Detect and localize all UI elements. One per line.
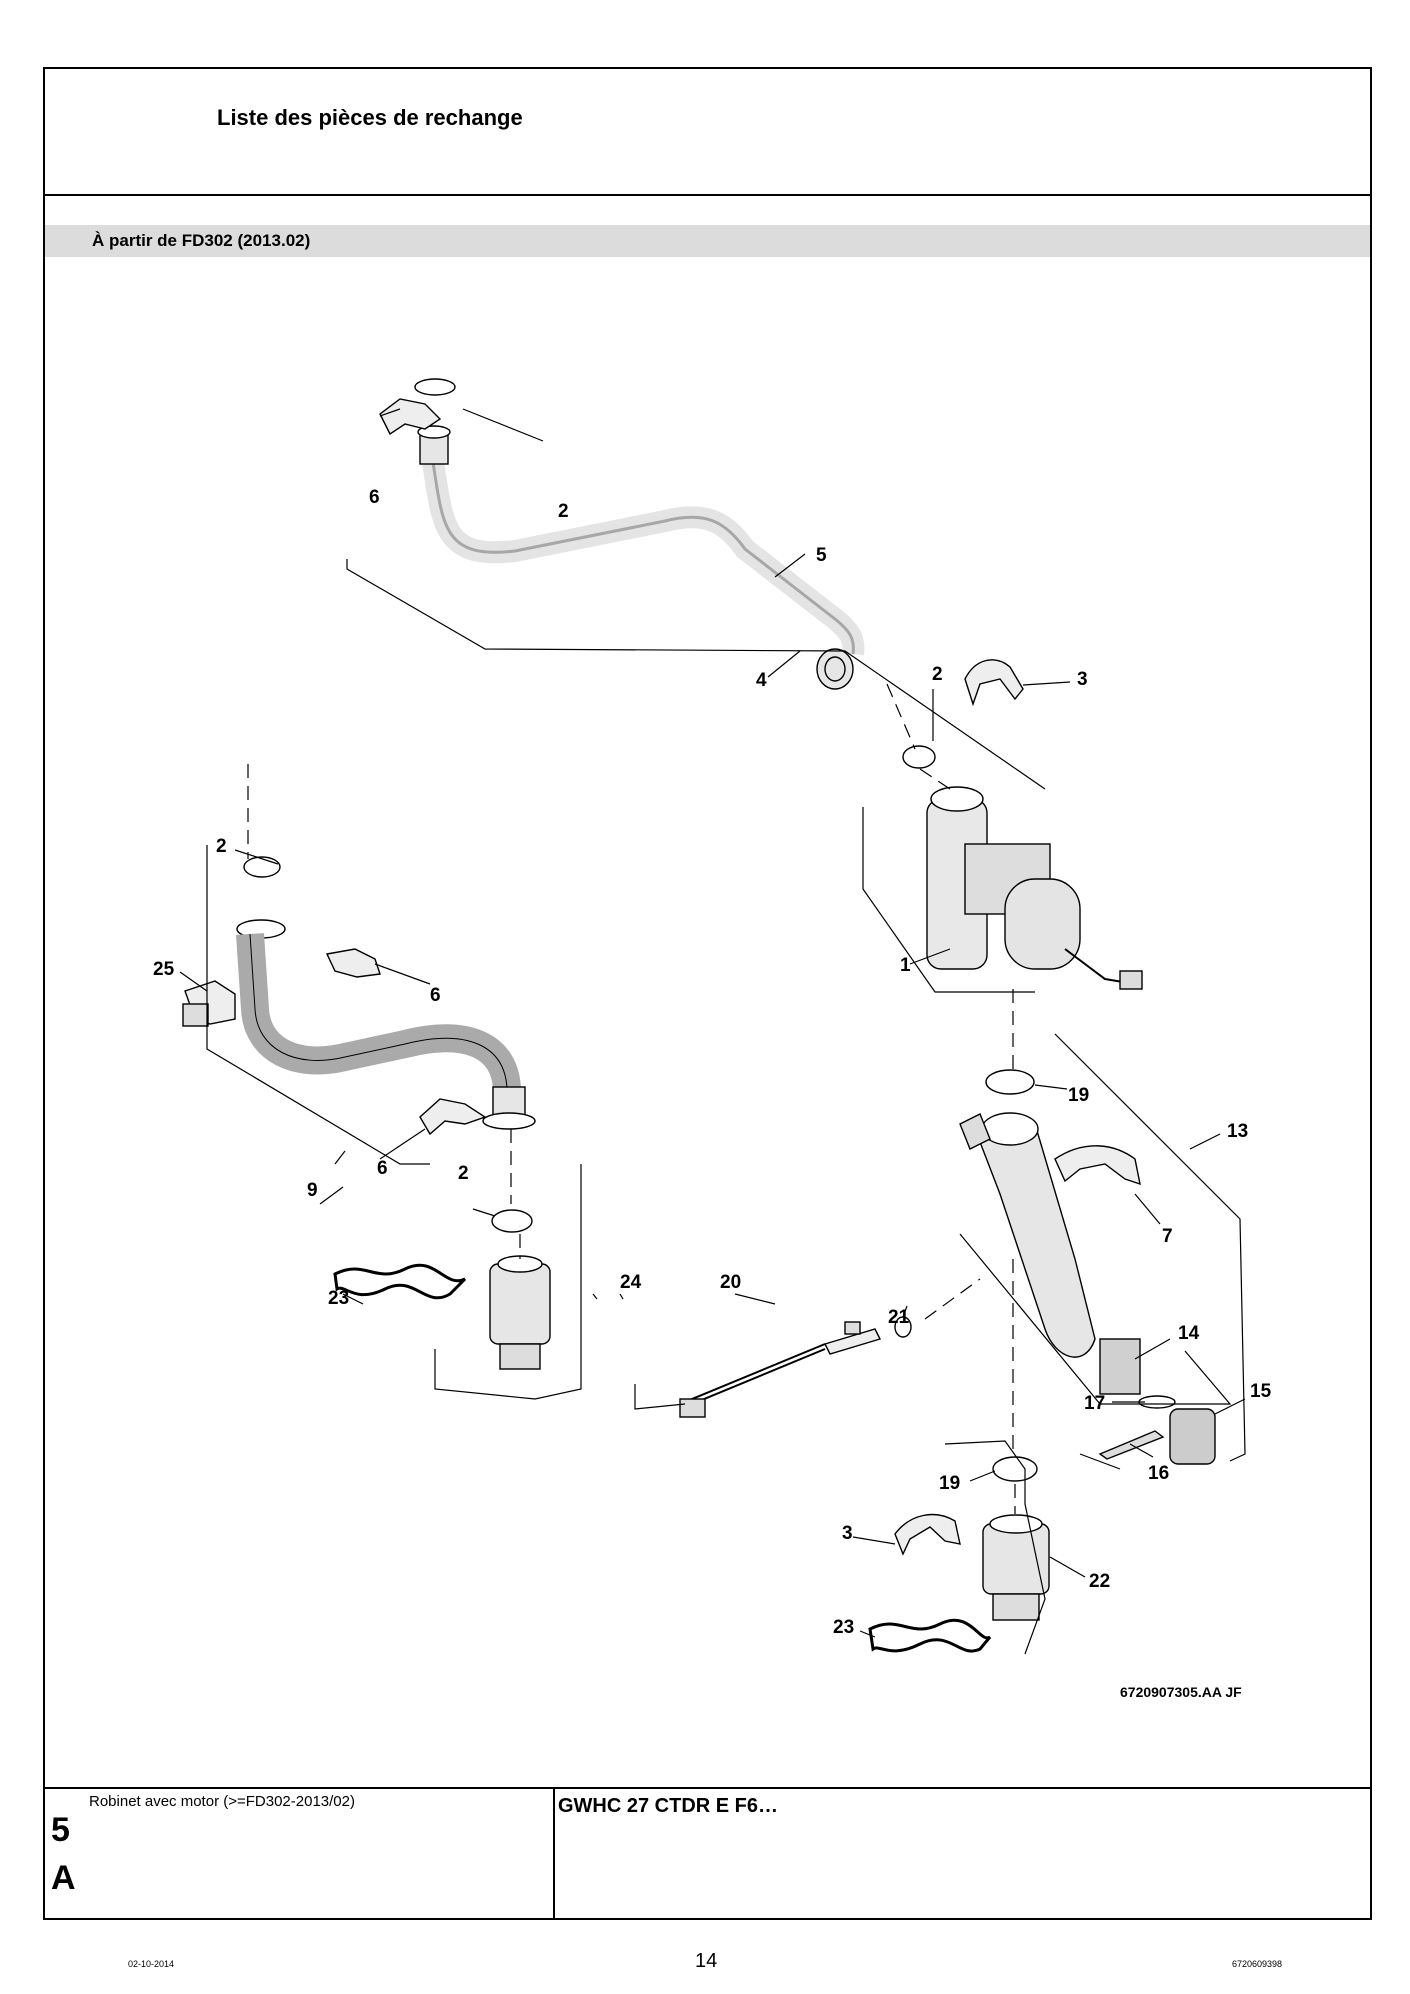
upper-pipe <box>414 378 865 690</box>
seal-ring-2 <box>902 745 936 769</box>
callout-14: 14 <box>1178 1323 1200 1344</box>
page-frame: Liste des pièces de rechange À partir de… <box>43 67 1372 1920</box>
callout-16: 16 <box>1148 1463 1169 1484</box>
filter-part-14 <box>1099 1338 1141 1395</box>
cap-part-15 <box>1169 1408 1216 1465</box>
section-description: Robinet avec motor (>=FD302-2013/02) <box>89 1793 355 1810</box>
callout-1: 1 <box>900 955 911 976</box>
valve-body-part-1 <box>926 786 1143 990</box>
callout-6: 6 <box>369 487 380 508</box>
callout-9: 9 <box>307 1180 318 1201</box>
clip-part-6-top <box>379 398 442 436</box>
clip-part-25 <box>182 980 236 1027</box>
callout-7: 7 <box>1162 1226 1173 1247</box>
callout-19: 19 <box>939 1473 960 1494</box>
model-name: GWHC 27 CTDR E F6… <box>558 1795 779 1817</box>
callout-2: 2 <box>558 501 569 522</box>
subtitle-bar <box>45 225 1370 257</box>
clip-part-7 <box>1054 1145 1141 1186</box>
callout-5: 5 <box>816 545 827 566</box>
callout-labels: 6 2 5 4 2 3 2 25 6 1 19 13 6 2 9 7 20 24… <box>153 487 1272 1638</box>
callout-20: 20 <box>720 1272 741 1293</box>
callout-22: 22 <box>1089 1571 1110 1592</box>
clip-part-23-lower <box>868 1618 992 1653</box>
callout-17: 17 <box>1084 1393 1105 1414</box>
callout-23: 23 <box>328 1288 349 1309</box>
clip-part-3-lower <box>894 1513 961 1556</box>
callout-3: 3 <box>842 1523 853 1544</box>
centerlines <box>247 683 1016 1514</box>
section-code: 5 A <box>51 1811 76 1897</box>
callout-25: 25 <box>153 959 175 980</box>
sensor-part-20 <box>679 1321 881 1418</box>
callout-23: 23 <box>833 1617 854 1638</box>
clip-part-6-lower <box>419 1098 487 1136</box>
callout-24: 24 <box>620 1272 642 1293</box>
footer-divider <box>45 1787 1370 1789</box>
callout-6: 6 <box>377 1158 388 1179</box>
header-divider <box>45 194 1370 196</box>
clip-part-6-left <box>325 948 381 978</box>
page-number: 14 <box>695 1950 718 1972</box>
callout-2: 2 <box>458 1163 469 1184</box>
callout-15: 15 <box>1250 1381 1272 1402</box>
page-title: Liste des pièces de rechange <box>217 105 523 130</box>
callout-2: 2 <box>216 836 227 857</box>
clip-part-3-top <box>964 659 1024 707</box>
exploded-parts-diagram: 6 2 5 4 2 3 2 25 6 1 19 13 6 2 9 7 20 24… <box>153 378 1272 1655</box>
callout-4: 4 <box>756 670 767 691</box>
callout-3: 3 <box>1077 669 1088 690</box>
fitting-part-22 <box>982 1514 1050 1621</box>
callout-6: 6 <box>430 985 441 1006</box>
figure-code: 6720907305.AA JF <box>1120 1684 1242 1700</box>
clip-part-23-left <box>333 1263 467 1300</box>
callout-2: 2 <box>932 664 943 685</box>
callout-21: 21 <box>888 1307 910 1328</box>
leader-lines <box>179 408 1246 1638</box>
section-letter: A <box>51 1859 76 1897</box>
callout-19: 19 <box>1068 1085 1089 1106</box>
seal-ring-19-lower <box>992 1456 1038 1482</box>
fitting-part-24 <box>489 1255 551 1370</box>
footer-column-divider <box>553 1789 555 1920</box>
assembly-brackets <box>206 559 1246 1655</box>
callout-13: 13 <box>1227 1121 1248 1142</box>
seal-ring-2-lower <box>491 1209 533 1233</box>
filter-housing-part-13 <box>959 1112 1096 1358</box>
section-number: 5 <box>51 1811 70 1849</box>
seal-ring-19 <box>985 1069 1035 1095</box>
lower-left-pipe <box>236 856 536 1130</box>
subtitle: À partir de FD302 (2013.02) <box>92 231 311 250</box>
print-date: 02-10-2014 <box>128 1959 175 1969</box>
document-number: 6720609398 <box>1232 1959 1283 1969</box>
